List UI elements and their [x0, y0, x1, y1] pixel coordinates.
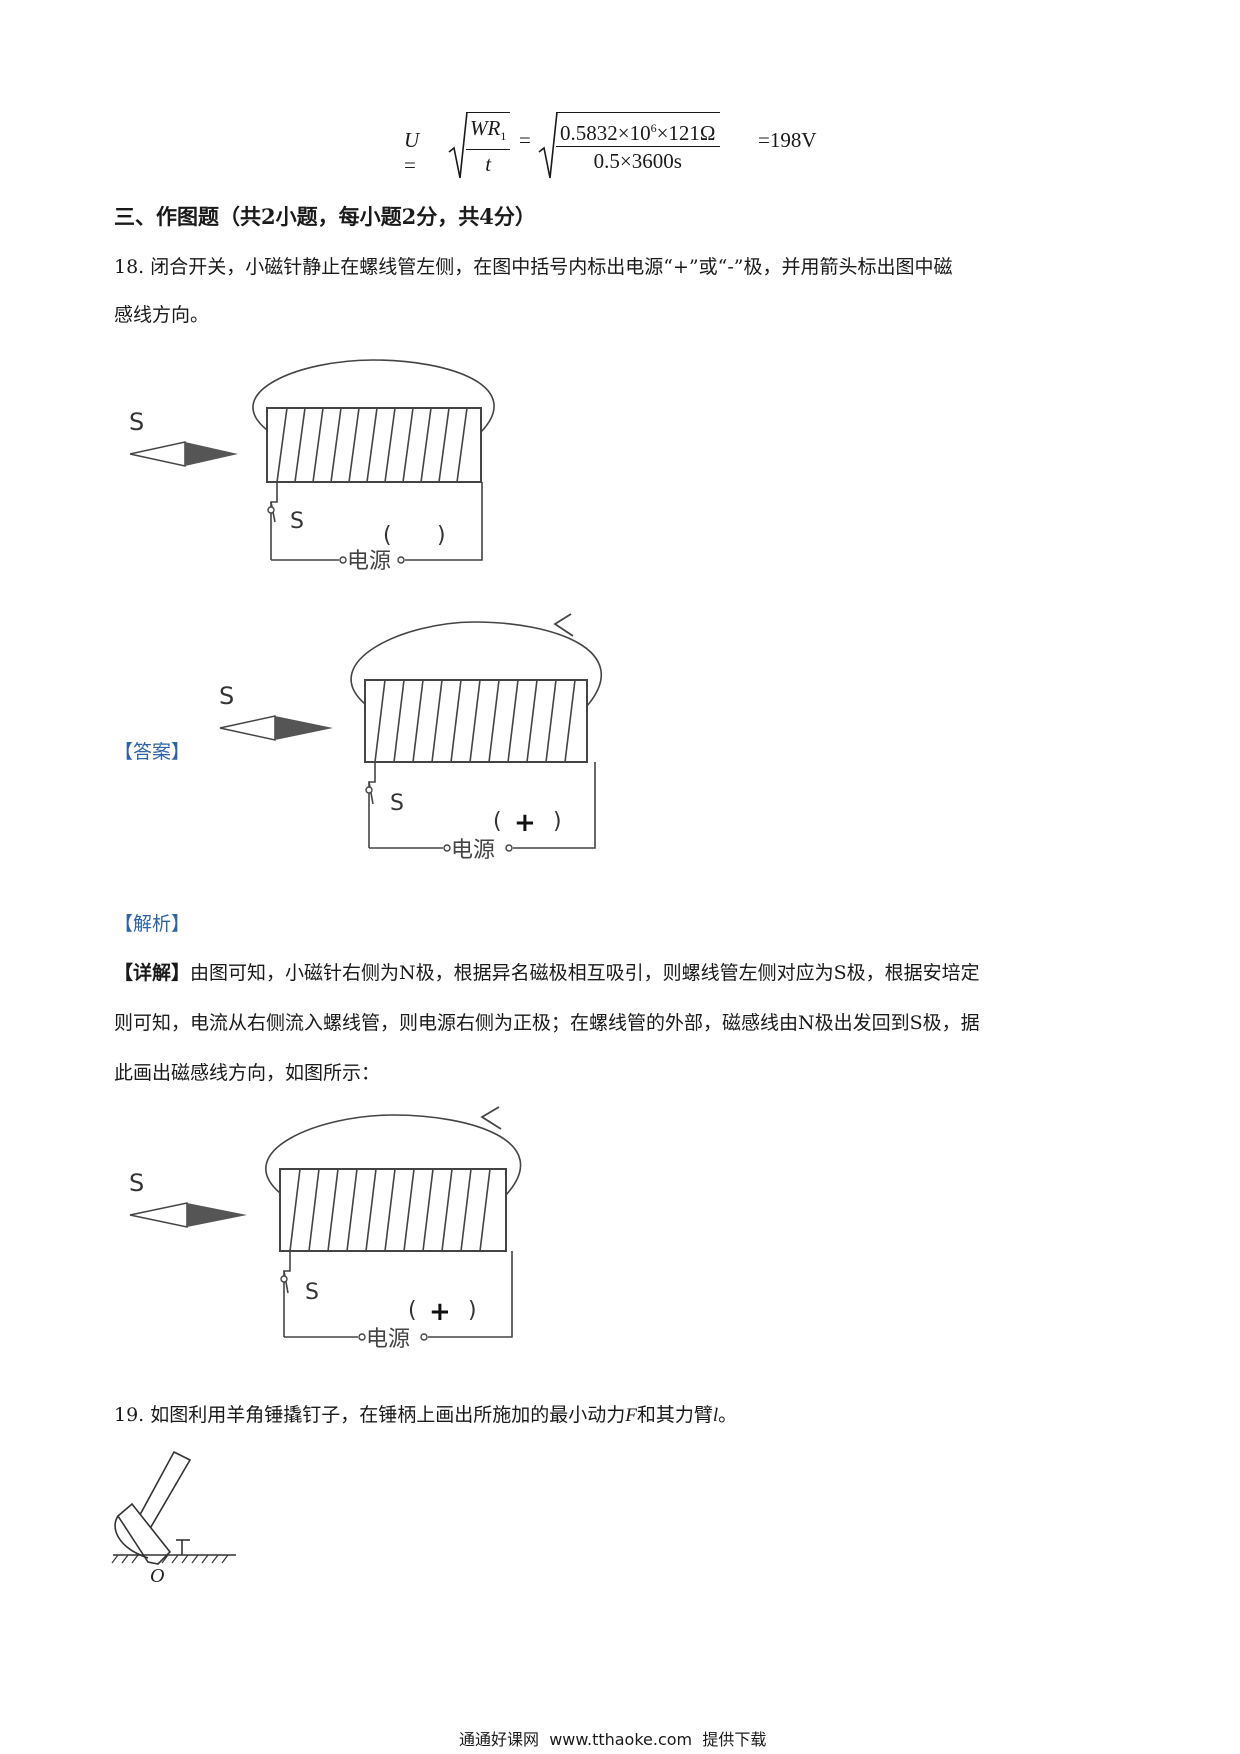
source-terminal-left — [443, 844, 451, 852]
switch-label: S — [290, 509, 304, 534]
source-label: 电源 — [451, 838, 495, 863]
needle-n-half — [187, 1203, 247, 1227]
field-direction-arrow — [480, 1106, 502, 1130]
source-terminal-right — [420, 1333, 428, 1341]
q18-line-2: 感线方向。 — [114, 304, 210, 326]
detail-line-2: 则可知，电流从右侧流入螺线管，则电源右侧为正极；在螺线管的外部，磁感线由N极出发… — [114, 1012, 980, 1034]
frac2-num-exp: 6 — [650, 121, 657, 135]
frac1-num: WR — [470, 116, 501, 140]
explanation-plus-sign: + — [429, 1297, 451, 1327]
switch-label: S — [305, 1280, 319, 1305]
answer-tag: 【答案】 — [114, 741, 191, 763]
detail-line-1: 【详解】由图可知，小磁针右侧为N极，根据异名磁极相互吸引，则螺线管左侧对应为S极… — [114, 961, 980, 985]
paren-left: ( — [383, 523, 392, 548]
q19-var-f: F — [625, 1405, 637, 1426]
needle-s-half — [129, 441, 186, 467]
needle-s-label: S — [219, 682, 234, 710]
field-line — [265, 1114, 522, 1196]
q19-text: 19. 如图利用羊角锤撬钉子，在锤柄上画出所施加的最小动力F和其力臂l。 — [114, 1403, 737, 1428]
coil-windings — [276, 407, 468, 483]
circuit-wires — [368, 762, 596, 849]
coil-windings — [289, 1168, 491, 1252]
q19-text-b: 和其力臂 — [636, 1404, 713, 1426]
frac2-den: 0.5×3600s — [593, 149, 682, 173]
switch-contact — [267, 506, 275, 514]
sqrt-sign-2 — [538, 111, 558, 179]
needle-n-half — [275, 716, 333, 740]
paren-left: ( — [408, 1298, 417, 1323]
needle-s-label: S — [129, 1169, 144, 1197]
q19-text-c: 。 — [718, 1404, 738, 1426]
field-line — [252, 359, 495, 433]
formula-eq-2: = — [519, 128, 531, 152]
footer: 通通好课网 www.tthaoke.com 提供下载 — [459, 1726, 766, 1750]
footer-url[interactable]: www.tthaoke.com — [549, 1730, 693, 1749]
switch-contact — [365, 786, 373, 794]
needle-s-half — [129, 1202, 188, 1228]
section-heading: 三、作图题（共2小题，每小题2分，共4分） — [114, 204, 536, 229]
footer-tail: 提供下载 — [702, 1730, 767, 1749]
needle-n-half — [185, 442, 238, 466]
paren-right: ) — [553, 809, 562, 834]
answer-plus-sign: + — [514, 808, 536, 838]
source-label: 电源 — [347, 549, 391, 574]
pivot-label: O — [150, 1565, 164, 1587]
circuit-wires — [283, 1251, 513, 1338]
source-terminal-left — [358, 1333, 366, 1341]
paren-left: ( — [493, 809, 502, 834]
detail-tag: 【详解】 — [114, 962, 191, 984]
field-direction-arrow — [553, 613, 574, 637]
q19-var-l: l — [712, 1405, 719, 1426]
solenoid-tube — [266, 407, 482, 483]
q18-line-1: 18. 闭合开关，小磁针静止在螺线管左侧，在图中括号内标出电源“+”或“-”极，… — [114, 256, 953, 278]
formula-lhs: U — [404, 128, 420, 152]
source-terminal-right — [397, 556, 405, 564]
detail-line-3: 此画出磁感线方向，如图所示： — [114, 1062, 381, 1084]
switch-contact — [280, 1275, 288, 1283]
q19-text-a: 19. 如图利用羊角锤撬钉子，在锤柄上画出所施加的最小动力 — [114, 1404, 626, 1426]
formula-eq-1: = — [404, 153, 416, 177]
circuit-wires — [270, 482, 483, 561]
paren-right: ) — [437, 523, 446, 548]
frac2-num-a: 0.5832×10 — [560, 121, 651, 145]
needle-s-half — [219, 715, 276, 741]
fraction-1: WR1 t — [466, 115, 511, 178]
analysis-tag: 【解析】 — [114, 913, 191, 935]
fraction-2: 0.5832×106×121Ω 0.5×3600s — [556, 115, 720, 175]
solenoid-figure-question: S S 电源 ( ) — [129, 359, 495, 574]
needle-s-label: S — [129, 408, 144, 436]
sqrt-sign-1 — [448, 111, 468, 179]
source-terminal-right — [505, 844, 513, 852]
solenoid-figure-answer: S S 电源 ( + ) — [219, 613, 602, 863]
formula-result: =198V — [758, 128, 817, 152]
frac1-num-sub: 1 — [500, 129, 507, 144]
frac1-den: t — [485, 152, 492, 177]
frac2-num-b: ×121Ω — [656, 121, 716, 145]
switch-label: S — [390, 791, 404, 816]
ground-hatching — [111, 1554, 229, 1564]
paren-right: ) — [468, 1298, 477, 1323]
detail-line-1-text: 由图可知，小磁针右侧为N极，根据异名磁极相互吸引，则螺线管左侧对应为S极，根据安… — [190, 962, 980, 984]
solenoid-figure-explanation: S S 电源 ( + ) — [129, 1106, 522, 1352]
source-label: 电源 — [366, 1327, 410, 1352]
footer-site: 通通好课网 — [459, 1730, 540, 1749]
coil-windings — [374, 679, 576, 763]
field-line — [350, 621, 602, 707]
claw-hammer-figure: O — [111, 1450, 236, 1587]
source-terminal-left — [339, 556, 347, 564]
